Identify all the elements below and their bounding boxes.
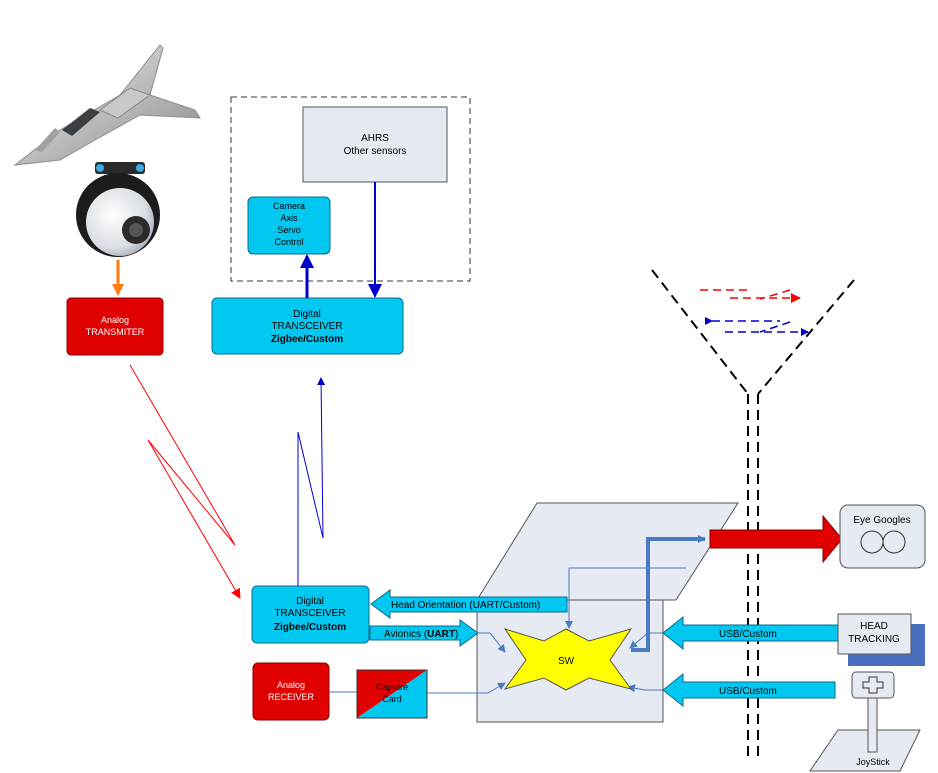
usb-head-label: USB/Custom (719, 629, 777, 640)
head-tracking-box: HEAD TRACKING (837, 613, 925, 666)
head-orientation-link: Head Orientation (UART/Custom) (370, 589, 568, 619)
jet-aircraft-image (13, 44, 201, 166)
camera-label-2: Axis (280, 213, 298, 223)
transceiver-bottom-box: Digital TRANSCEIVER Zigbee/Custom (251, 585, 370, 644)
capture-card-box: Capture Card (356, 669, 428, 719)
ahrs-label: AHRS (361, 133, 389, 144)
usb-joystick-label: USB/Custom (719, 686, 777, 697)
switch-star: SW (503, 628, 633, 691)
joystick-usb-link: USB/Custom (662, 672, 836, 708)
funnel-signals (700, 289, 809, 336)
capture-to-switch-line (427, 682, 506, 694)
analog-radio-link (129, 364, 241, 599)
analog-receiver-box: Analog RECEIVER (252, 662, 330, 721)
goggle-lens-right-icon (882, 530, 906, 554)
camera-servo-box: Camera Axis Servo Control (247, 196, 331, 255)
ahrs-sublabel: Other sensors (344, 146, 407, 157)
switch-chassis-top (476, 502, 739, 601)
avionics-to-switch-line (478, 632, 506, 653)
transmitter-label-1: Analog (101, 315, 129, 325)
transmitter-label-2: TRANSMITER (86, 327, 145, 337)
switch-to-goggles-line (631, 535, 706, 652)
head-tracking-usb-link: USB/Custom (662, 615, 841, 651)
capture-label-1: Capture (376, 682, 408, 692)
receiver-label-2: RECEIVER (268, 692, 315, 702)
transceiver-top-label-3: Zigbee/Custom (271, 334, 343, 345)
avionics-label: Avionics (UART) (384, 629, 458, 640)
joystick-label: JoyStick (856, 757, 890, 767)
switch-label: SW (558, 656, 575, 667)
joystick-handle-icon (851, 671, 895, 699)
head-tracking-label-2: TRACKING (848, 634, 900, 645)
switch-chassis-front (476, 599, 664, 723)
joystick-to-switch-line (627, 684, 663, 693)
field-divider (651, 269, 855, 760)
joystick-device: JoyStick (809, 671, 921, 772)
eye-goggles-box: Eye Googles (839, 504, 926, 569)
camera-label-1: Camera (273, 201, 305, 211)
transceiver-bottom-label-2: TRANSCEIVER (274, 608, 345, 619)
analog-transmitter-box: Analog TRANSMITER (66, 297, 164, 356)
transceiver-top-label-2: TRANSCEIVER (271, 321, 342, 332)
aircraft-boundary (230, 96, 471, 282)
transceiver-bottom-label-1: Digital (296, 596, 324, 607)
eye-goggles-label: Eye Googles (853, 515, 910, 526)
ahrs-box: AHRS Other sensors (302, 106, 448, 183)
receiver-label-1: Analog (277, 680, 305, 690)
camera-label-3: Servo (277, 225, 301, 235)
camera-label-4: Control (274, 237, 303, 247)
capture-label-2: Card (382, 694, 402, 704)
head-tracking-label-1: HEAD (860, 621, 888, 632)
gimbal-camera-image (76, 162, 160, 257)
transceiver-bottom-label-3: Zigbee/Custom (274, 622, 346, 633)
joystick-cross-icon (862, 676, 884, 694)
video-to-goggles-arrow (709, 514, 843, 564)
avionics-link: Avionics (UART) (369, 619, 479, 647)
transceiver-top-label-1: Digital (293, 309, 321, 320)
transceiver-top-box: Digital TRANSCEIVER Zigbee/Custom (211, 297, 404, 355)
digital-radio-link (297, 377, 326, 595)
head-orientation-label: Head Orientation (UART/Custom) (391, 600, 540, 611)
